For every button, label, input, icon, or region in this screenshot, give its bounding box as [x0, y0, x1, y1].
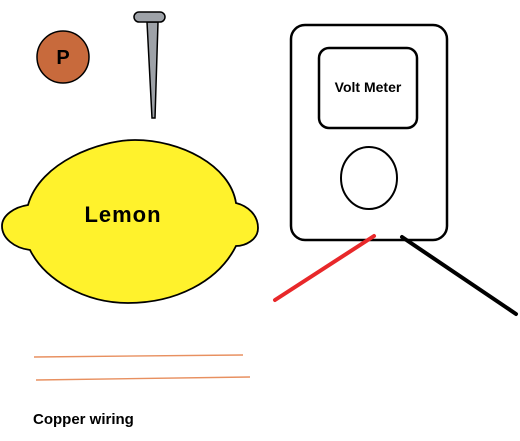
volt-meter-label: Volt Meter: [335, 79, 402, 95]
volt-meter: Volt Meter: [289, 23, 449, 242]
penny-disc: [36, 30, 90, 84]
penny-label: P: [56, 47, 69, 69]
copper-wiring-caption: Copper wiring: [33, 411, 134, 428]
black-lead-wire: [400, 235, 518, 316]
volt-meter-display: [317, 46, 419, 130]
penny: P: [36, 30, 90, 84]
copper-wire: [35, 376, 251, 381]
copper-wire: [33, 354, 244, 358]
nail-shaft: [146, 21, 159, 119]
volt-meter-dial: [340, 146, 398, 210]
lemon: Lemon: [1, 139, 259, 304]
nail-head: [133, 11, 166, 23]
lemon-label: Lemon: [84, 202, 161, 227]
lemon-body: [1, 139, 259, 304]
nail: [133, 11, 166, 119]
red-lead-wire: [273, 234, 376, 302]
